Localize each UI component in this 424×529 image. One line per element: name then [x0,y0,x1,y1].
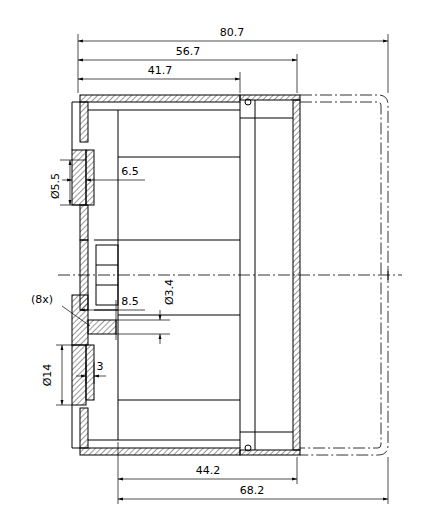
dimension-label: 3 [96,361,105,373]
dimension-lines [56,34,388,504]
dimension-label: Ø3.4 [164,278,176,306]
dimension-label: 80.7 [219,27,246,39]
dimension-label: 6.5 [120,166,140,178]
dimension-label: 8.5 [120,296,140,308]
extended-outline [58,95,402,455]
dimension-label: 68.2 [239,485,266,497]
dimension-label: Ø5.5 [50,172,62,200]
dimension-label: 44.2 [195,465,222,477]
dimension-label: 56.7 [175,46,202,58]
dimension-label: (8x) [30,294,54,306]
dimension-label: Ø14 [42,363,54,388]
dimension-label: 41.7 [147,65,174,77]
